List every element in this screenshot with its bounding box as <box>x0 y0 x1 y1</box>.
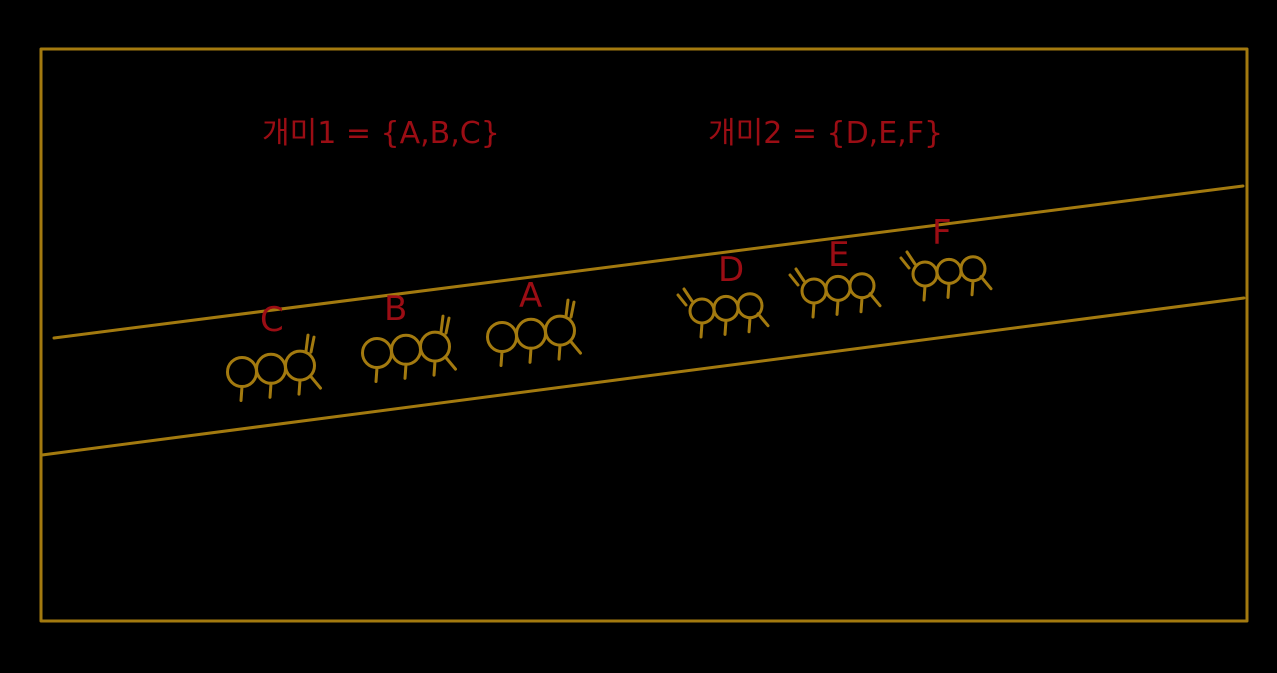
ant-leg <box>557 343 562 361</box>
ant-antenna <box>676 287 694 307</box>
ant-leg <box>268 381 273 399</box>
frame-border <box>39 47 1249 623</box>
ant-antenna <box>788 267 806 287</box>
ant-body-segment <box>226 356 258 388</box>
ant-body-segment <box>824 274 852 302</box>
ant-leg <box>374 366 379 383</box>
ant-d: D <box>676 250 770 339</box>
ant-antenna <box>439 314 451 335</box>
ant-body-segment <box>800 277 828 305</box>
ant-label: C <box>260 300 284 340</box>
ant-leg <box>699 321 704 339</box>
ant-body-segment <box>361 337 393 369</box>
ant-body-segment <box>911 260 939 288</box>
path-upper-edge <box>52 184 1245 340</box>
ant-leg <box>868 292 882 308</box>
ant-leg <box>811 301 816 319</box>
ant-leg <box>297 378 302 396</box>
ant-e: E <box>788 235 882 319</box>
ant-c: C <box>226 300 322 402</box>
ant-leg <box>835 298 840 316</box>
ant-antenna <box>564 298 576 319</box>
path-lower-edge <box>40 296 1246 457</box>
ant-antenna <box>899 250 917 270</box>
ant-leg <box>756 312 770 328</box>
ant-leg <box>922 284 927 302</box>
ant-body-segment <box>255 352 287 385</box>
ant-leg <box>528 346 533 364</box>
ant-leg <box>432 359 437 377</box>
ant-leg <box>499 350 504 367</box>
ant-b: B <box>361 289 457 383</box>
ant-antenna <box>304 333 316 354</box>
ant-label: D <box>718 250 744 290</box>
ant-a: A <box>486 276 582 367</box>
ant-body-segment <box>486 321 518 353</box>
ant-leg <box>309 374 322 390</box>
ant-body-segment <box>712 294 740 322</box>
ant-body-segment <box>935 257 963 285</box>
ant-leg <box>444 355 457 371</box>
ant-body-segment <box>390 333 422 366</box>
ant-leg <box>403 362 408 380</box>
ants-group: C B A D E F <box>226 213 993 402</box>
set-label-ant-group-1: 개미1 = {A,B,C} <box>262 116 500 151</box>
ant-label: E <box>828 235 849 275</box>
ant-body-segment <box>515 317 547 350</box>
ant-leg <box>569 339 582 355</box>
ant-leg <box>723 318 728 336</box>
ant-body-segment <box>688 297 716 325</box>
set-label-ant-group-2: 개미2 = {D,E,F} <box>708 116 943 151</box>
ant-leg <box>979 275 993 291</box>
ant-leg <box>747 316 752 334</box>
ant-leg <box>859 296 864 314</box>
ant-leg <box>239 385 244 402</box>
ant-label: F <box>932 213 952 253</box>
ant-label: B <box>384 289 407 329</box>
ant-label: A <box>519 276 542 316</box>
ant-f: F <box>899 213 993 302</box>
ant-leg <box>946 281 951 299</box>
ant-leg <box>970 279 975 297</box>
